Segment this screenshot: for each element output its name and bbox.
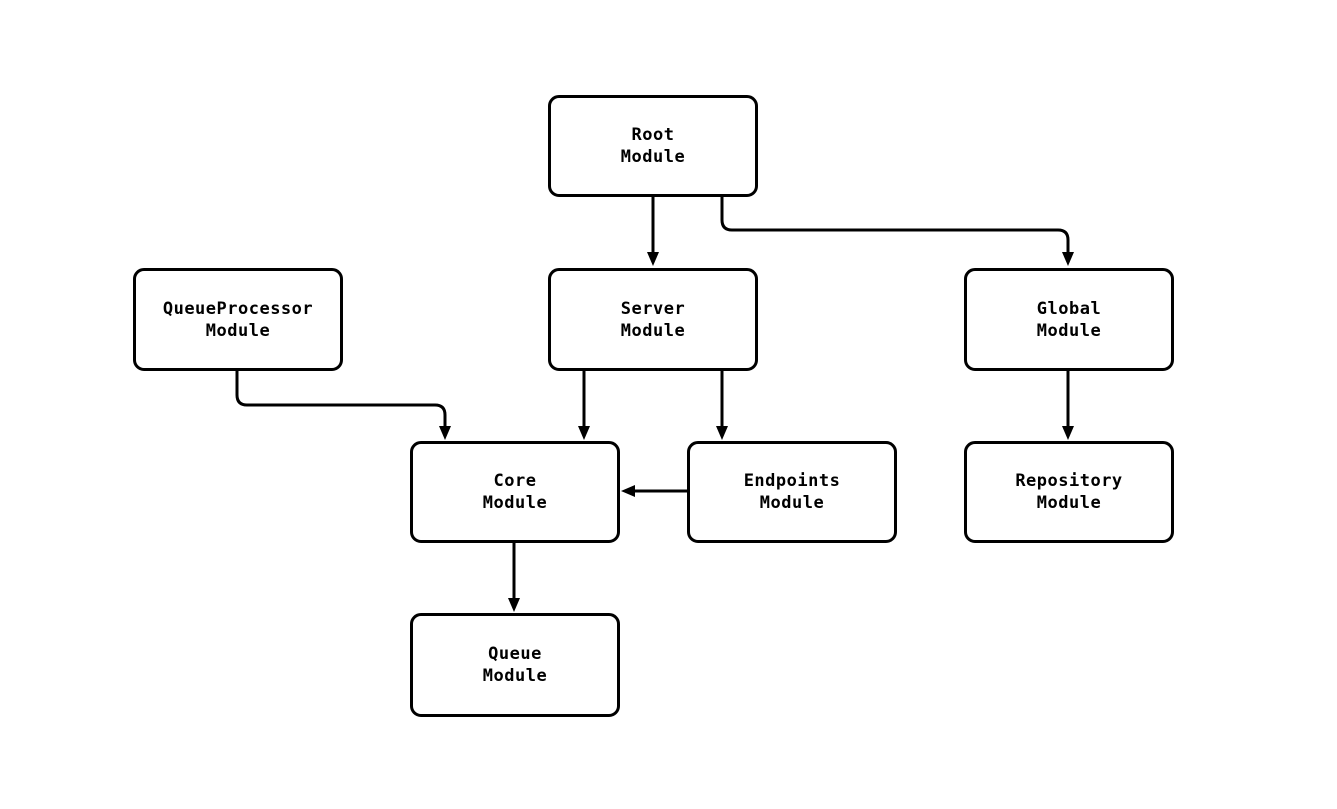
node-queueprocessor-module[interactable]: QueueProcessor Module bbox=[133, 268, 343, 371]
node-server-module[interactable]: Server Module bbox=[548, 268, 758, 371]
node-root-module-line1: Root bbox=[631, 125, 675, 145]
node-core-module-line2: Module bbox=[482, 493, 548, 513]
node-repository-module-line2: Module bbox=[1036, 493, 1102, 513]
node-queue-module-line2: Module bbox=[482, 666, 548, 686]
node-core-module[interactable]: Core Module bbox=[410, 441, 620, 543]
node-server-module-line1: Server bbox=[620, 298, 686, 319]
node-core-module-line1: Core bbox=[493, 471, 537, 491]
edge-queueprocessor-to-core bbox=[235, 371, 451, 440]
node-global-module[interactable]: Global Module bbox=[964, 268, 1174, 371]
node-endpoints-module-line2: Module bbox=[759, 493, 825, 513]
node-queueprocessor-module-line1: QueueProcessor bbox=[162, 298, 314, 319]
node-queue-module-line1: Queue bbox=[488, 644, 542, 664]
node-queue-module[interactable]: Queue Module bbox=[410, 613, 620, 717]
node-global-module-line2: Module bbox=[1036, 320, 1102, 341]
node-endpoints-module-line1: Endpoints bbox=[743, 471, 841, 491]
node-root-module-line2: Module bbox=[620, 147, 686, 167]
node-queueprocessor-module-line2: Module bbox=[205, 320, 271, 341]
node-root-module[interactable]: Root Module bbox=[548, 95, 758, 197]
node-endpoints-module[interactable]: Endpoints Module bbox=[687, 441, 897, 543]
node-global-module-line1: Global bbox=[1036, 298, 1102, 319]
edge-root-to-global bbox=[720, 197, 1074, 266]
node-server-module-line2: Module bbox=[620, 320, 686, 341]
node-repository-module-line1: Repository bbox=[1015, 471, 1123, 491]
node-repository-module[interactable]: Repository Module bbox=[964, 441, 1174, 543]
